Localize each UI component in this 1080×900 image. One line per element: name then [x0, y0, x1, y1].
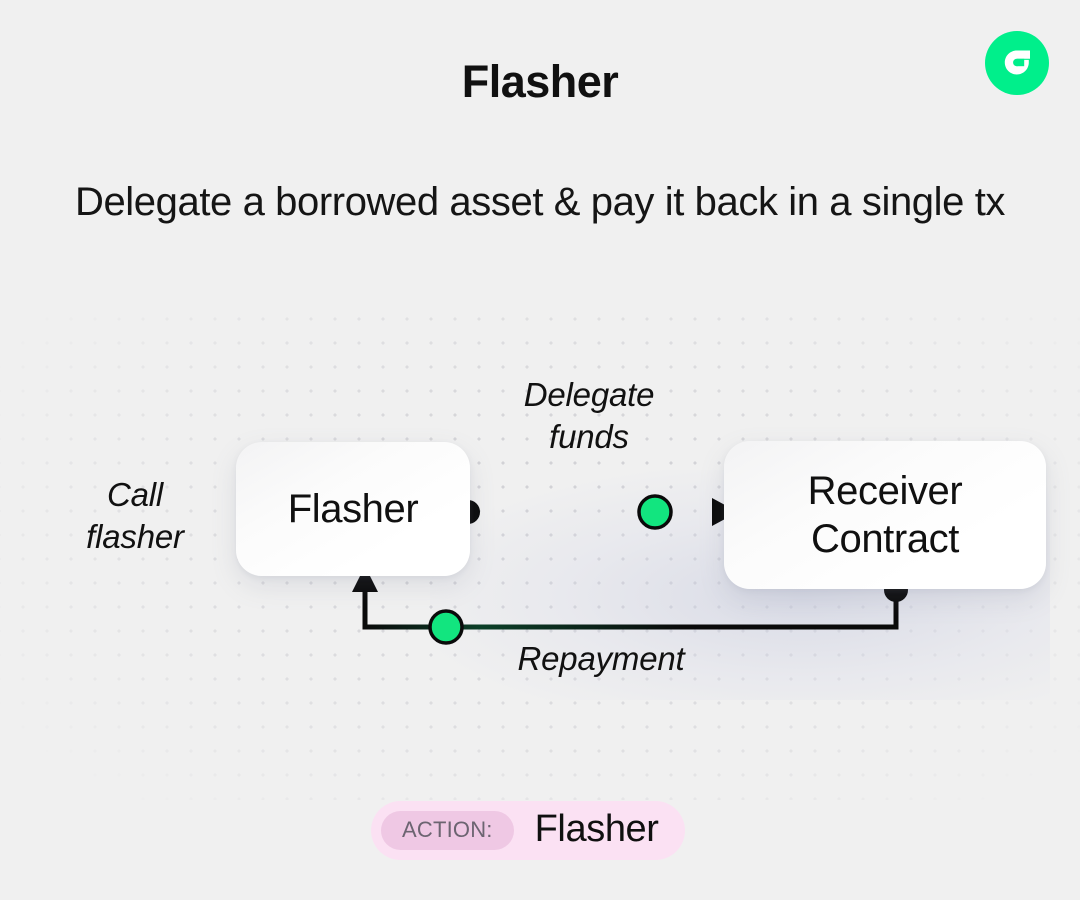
- flow-logo: [985, 31, 1049, 95]
- node-flasher[interactable]: Flasher: [236, 442, 470, 576]
- edge-label-repayment: Repayment: [517, 640, 685, 677]
- node-receiver-contract[interactable]: Receiver Contract: [724, 441, 1046, 589]
- action-name: Flasher: [534, 807, 659, 850]
- page-title: Flasher: [461, 56, 619, 107]
- node-flasher-label: Flasher: [287, 486, 419, 531]
- page-subtitle: Delegate a borrowed asset & pay it back …: [74, 180, 1006, 224]
- node-receiver-label: Receiver Contract: [807, 469, 963, 561]
- edge-label-call-flasher: Call flasher: [86, 476, 184, 555]
- action-badge[interactable]: ACTION: Flasher: [371, 801, 685, 860]
- action-chip-label: ACTION:: [381, 811, 514, 850]
- edge-label-delegate-funds: Delegate funds: [523, 376, 655, 455]
